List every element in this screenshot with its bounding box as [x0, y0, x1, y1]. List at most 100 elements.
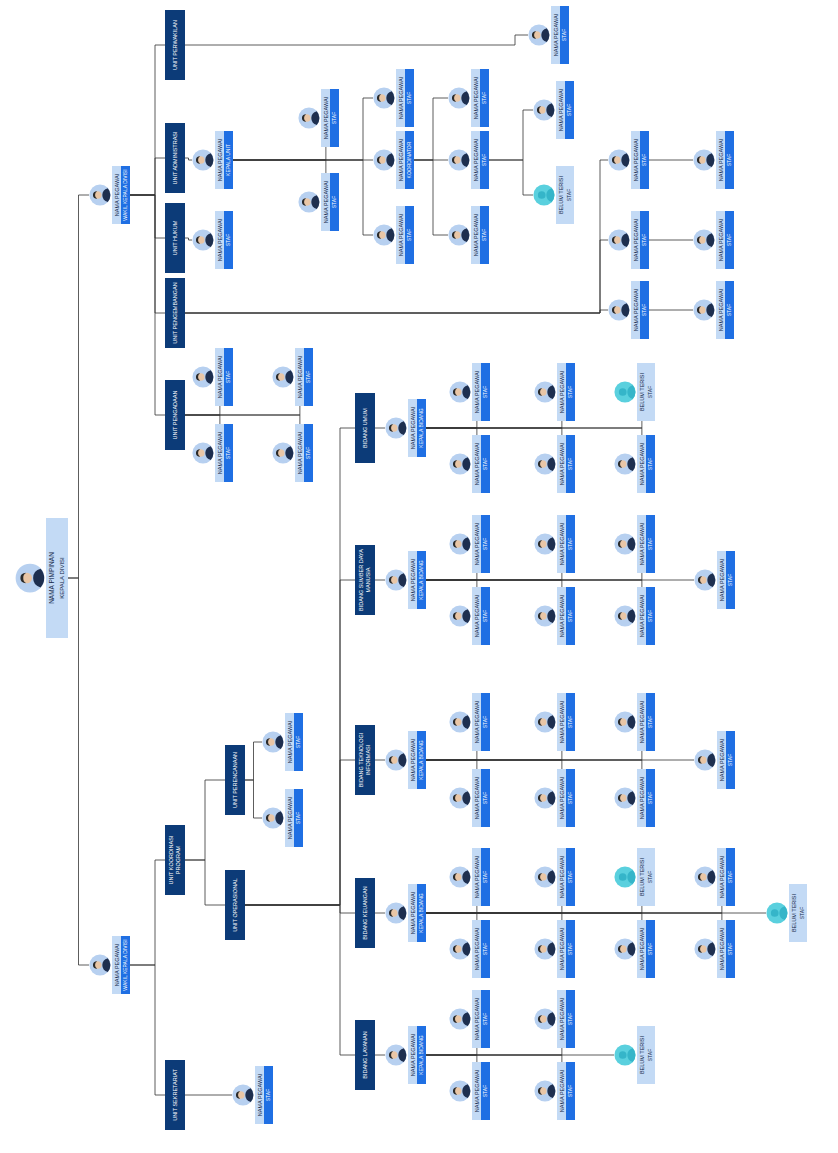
- job-title: STAF: [330, 173, 339, 231]
- job-title: STAF: [480, 206, 489, 264]
- person-name: NAMA PEGAWAI: [472, 848, 481, 906]
- job-title: STAF: [481, 848, 490, 906]
- name-plate: NAMA PEGAWAISTAF: [472, 1062, 490, 1120]
- unit-band: UNIT HUKUM: [165, 203, 185, 273]
- job-title: STAF: [646, 515, 655, 573]
- staff-card: NAMA PEGAWAIKEPALA BIDANG: [385, 1026, 426, 1084]
- vacancy-avatar: [614, 866, 636, 888]
- photo-avatar: [385, 569, 407, 591]
- reporting-line: [426, 906, 562, 913]
- staff-card: NAMA PEGAWAISTAF: [608, 211, 649, 269]
- job-title: STAF: [566, 769, 575, 827]
- job-title: KEPALA DIVISI: [57, 518, 68, 638]
- staff-card: NAMA PEGAWAISTAF: [272, 424, 313, 482]
- job-title: STAF: [726, 920, 735, 978]
- photo-avatar: [192, 366, 214, 388]
- person-name: NAMA PEGAWAI: [631, 281, 640, 339]
- person-name: NAMA PEGAWAI: [557, 848, 566, 906]
- name-plate: BELUM TERISISTAF: [637, 848, 655, 906]
- job-title: STAF: [224, 424, 233, 482]
- vacancy-avatar: [614, 381, 636, 403]
- job-title: STAF: [481, 693, 490, 751]
- job-title: STAF: [566, 848, 575, 906]
- reporting-line: [426, 751, 562, 760]
- reporting-line: [414, 160, 448, 235]
- reporting-line: [185, 406, 220, 415]
- staff-card: NAMA PEGAWAIKEPALA BIDANG: [385, 731, 426, 789]
- person-name: NAMA PEGAWAI: [717, 731, 726, 789]
- staff-card: NAMA PEGAWAISTAF: [192, 348, 233, 406]
- photo-avatar: [614, 605, 636, 627]
- photo-avatar: [385, 749, 407, 771]
- vacancy-card: BELUM TERISISTAF: [766, 884, 807, 942]
- vacancy-avatar: [766, 902, 788, 924]
- job-title: STAF: [726, 848, 735, 906]
- reporting-line: [245, 760, 355, 905]
- name-plate: NAMA PEGAWAISTAF: [557, 693, 575, 751]
- staff-card: NAMA PEGAWAISTAF: [298, 89, 339, 147]
- person-name: NAMA PEGAWAI: [285, 713, 294, 771]
- staff-card: NAMA PEGAWAISTAF: [694, 731, 735, 789]
- reporting-line: [426, 760, 642, 769]
- reporting-line: [426, 580, 694, 581]
- person-name: NAMA PEGAWAI: [716, 211, 725, 269]
- name-plate: NAMA PEGAWAIKOORDINATOR: [396, 131, 414, 189]
- job-title: STAF: [294, 713, 303, 771]
- unit-band: UNIT PERWAKILAN: [165, 10, 185, 80]
- name-plate: NAMA PEGAWAISTAF: [472, 515, 490, 573]
- name-plate: NAMA PEGAWAIKEPALA BIDANG: [408, 884, 426, 942]
- photo-avatar: [272, 366, 294, 388]
- job-title: STAF: [646, 920, 655, 978]
- person-name: NAMA PEGAWAI: [408, 884, 417, 942]
- reporting-line: [426, 760, 694, 761]
- photo-avatar: [385, 902, 407, 924]
- reporting-line: [426, 751, 477, 760]
- photo-avatar: [449, 1008, 471, 1030]
- person-name: NAMA PEGAWAI: [408, 1026, 417, 1084]
- reporting-line: [68, 578, 89, 965]
- photo-avatar: [449, 605, 471, 627]
- staff-card: NAMA PEGAWAISTAF: [534, 769, 575, 827]
- reporting-line: [426, 580, 642, 587]
- name-plate: NAMA PEGAWAISTAF: [215, 211, 233, 269]
- staff-card: NAMA PEGAWAISTAF: [449, 1062, 490, 1120]
- staff-card: NAMA PEGAWAISTAF: [693, 211, 734, 269]
- name-plate: NAMA PEGAWAIKEPALA BIDANG: [408, 399, 426, 457]
- photo-avatar: [448, 87, 470, 109]
- person-name: NAMA PEGAWAI: [472, 515, 481, 573]
- unit-band: BIDANG KEUANGAN: [355, 878, 375, 948]
- photo-avatar: [449, 1080, 471, 1102]
- name-plate: NAMA PEGAWAISTAF: [557, 587, 575, 645]
- reporting-line: [233, 98, 373, 160]
- person-name: NAMA PEGAWAI: [551, 6, 560, 64]
- photo-avatar: [385, 417, 407, 439]
- staff-card: NAMA PEGAWAISTAF: [272, 348, 313, 406]
- photo-avatar: [449, 787, 471, 809]
- photo-avatar: [298, 107, 320, 129]
- job-title: WAKIL KEPALA DIVISI: [121, 936, 130, 994]
- unit-name: UNIT PERWAKILAN: [172, 20, 179, 70]
- reporting-line: [426, 421, 477, 428]
- person-name: NAMA PEGAWAI: [408, 399, 417, 457]
- reporting-line: [426, 1048, 562, 1055]
- job-title: STAF: [481, 1062, 490, 1120]
- job-title: KEPALA BIDANG: [417, 399, 426, 457]
- reporting-line: [375, 428, 385, 429]
- unit-band: BIDANG UMUM: [355, 393, 375, 463]
- name-plate: NAMA PEGAWAIKEPALA BIDANG: [408, 731, 426, 789]
- staff-card: NAMA PEGAWAISTAF: [614, 693, 655, 751]
- photo-avatar: [534, 787, 556, 809]
- person-name: NAMA PEGAWAI: [637, 435, 646, 493]
- name-plate: NAMA PEGAWAISTAF: [631, 131, 649, 189]
- photo-avatar: [449, 938, 471, 960]
- unit-name: BIDANG TEKNOLOGI INFORMASI: [358, 728, 371, 792]
- reporting-line: [245, 905, 355, 913]
- name-plate: NAMA PEGAWAISTAF: [717, 920, 735, 978]
- reporting-line: [245, 905, 355, 1055]
- person-name: NAMA PEGAWAI: [112, 166, 121, 224]
- person-name: NAMA PEGAWAI: [255, 1066, 264, 1124]
- photo-avatar: [534, 453, 556, 475]
- staff-card: NAMA PEGAWAISTAF: [449, 515, 490, 573]
- person-name: NAMA PEGAWAI: [471, 206, 480, 264]
- vacancy-card: BELUM TERISISTAF: [614, 848, 655, 906]
